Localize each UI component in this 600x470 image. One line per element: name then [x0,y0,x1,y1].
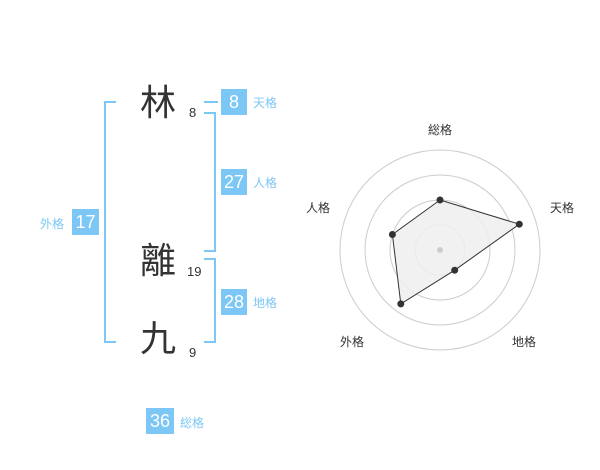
name-char-1-strokes: 8 [189,105,197,120]
radar-ring [364,174,516,326]
gaikaku-bracket [104,101,116,343]
tenkaku-label: 天格 [253,96,278,110]
tenkaku-value: 8 [221,89,247,115]
radar-point [451,266,459,274]
radar-axis-label-soukaku: 総格 [428,122,452,137]
radar-axis-label-chikaku: 地格 [512,334,536,349]
radar-center-dot [437,247,443,253]
chikaku-bracket [204,258,216,343]
radar-axis-label-tenkaku: 天格 [550,200,574,215]
soukaku-value: 36 [146,408,174,434]
jinkaku-label: 人格 [253,176,278,190]
name-char-2-strokes: 19 [187,264,202,279]
chikaku-value: 28 [221,289,247,315]
radar-point [436,196,444,204]
radar-ring [339,149,541,351]
radar-points [388,196,523,308]
name-char-2: 離 [140,241,177,282]
tenkaku-bracket [204,101,218,103]
radar-area [391,199,521,305]
name-char-3: 九 [140,319,177,360]
radar-point [515,220,523,228]
name-char-3-strokes: 9 [189,345,197,360]
chikaku-label: 地格 [253,296,278,310]
name-char-1: 林 [140,83,177,124]
jinkaku-bracket [204,112,216,252]
soukaku-label: 総格 [180,416,205,430]
radar-axis-label-gaikaku: 外格 [340,334,364,349]
gaikaku-value: 17 [72,209,99,235]
radar-point [388,231,396,238]
radar-axis-label-jinkaku: 人格 [306,200,330,215]
gaikaku-label: 外格 [40,217,65,231]
jinkaku-value: 27 [221,169,247,195]
radar-point [397,300,405,308]
